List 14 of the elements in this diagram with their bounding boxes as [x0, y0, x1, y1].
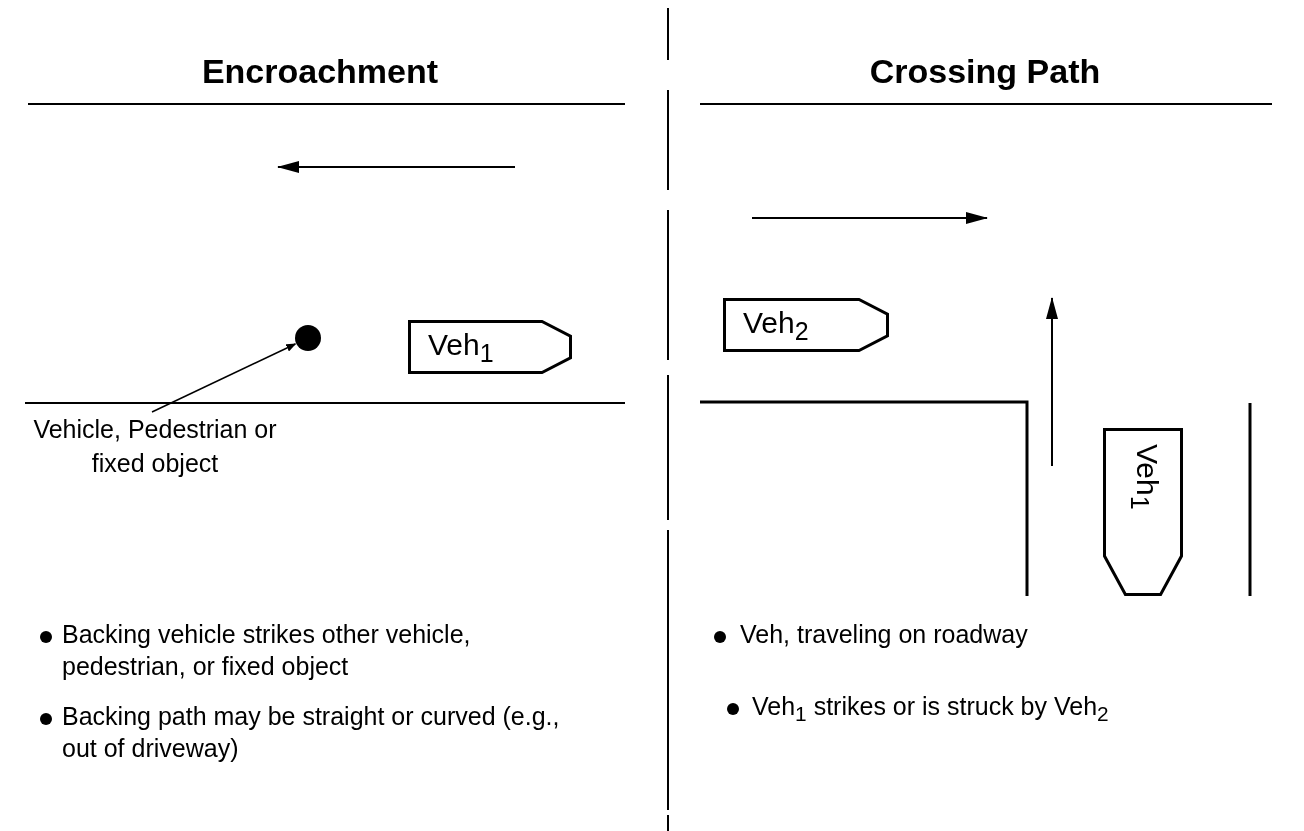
bullet-text: Backing path may be straight or curved (e.g., out of driveway) [62, 701, 561, 764]
bullet-text: Veh$_{1}$ strikes or is struck by Veh$_{2}$ [752, 691, 1110, 727]
vehicle-label: Veh$_{1}$ [428, 328, 494, 368]
vehicle-shape [408, 320, 572, 374]
callout-text: Vehicle, Pedestrian or fixed object [32, 414, 278, 479]
bullet-text: Veh, traveling on roadway [740, 619, 1029, 650]
object-dot [294, 324, 322, 352]
vehicle-shape [723, 298, 889, 352]
leader-line [151, 343, 297, 413]
vehicle-label: Veh$_{2}$ [743, 306, 809, 346]
section-heading: Crossing Path [868, 52, 1102, 91]
section-heading: Encroachment [200, 52, 440, 91]
bullet-text: Backing vehicle strikes other vehicle, pedestrian, or fixed object [62, 619, 472, 682]
vehicle-shape [1103, 428, 1183, 596]
